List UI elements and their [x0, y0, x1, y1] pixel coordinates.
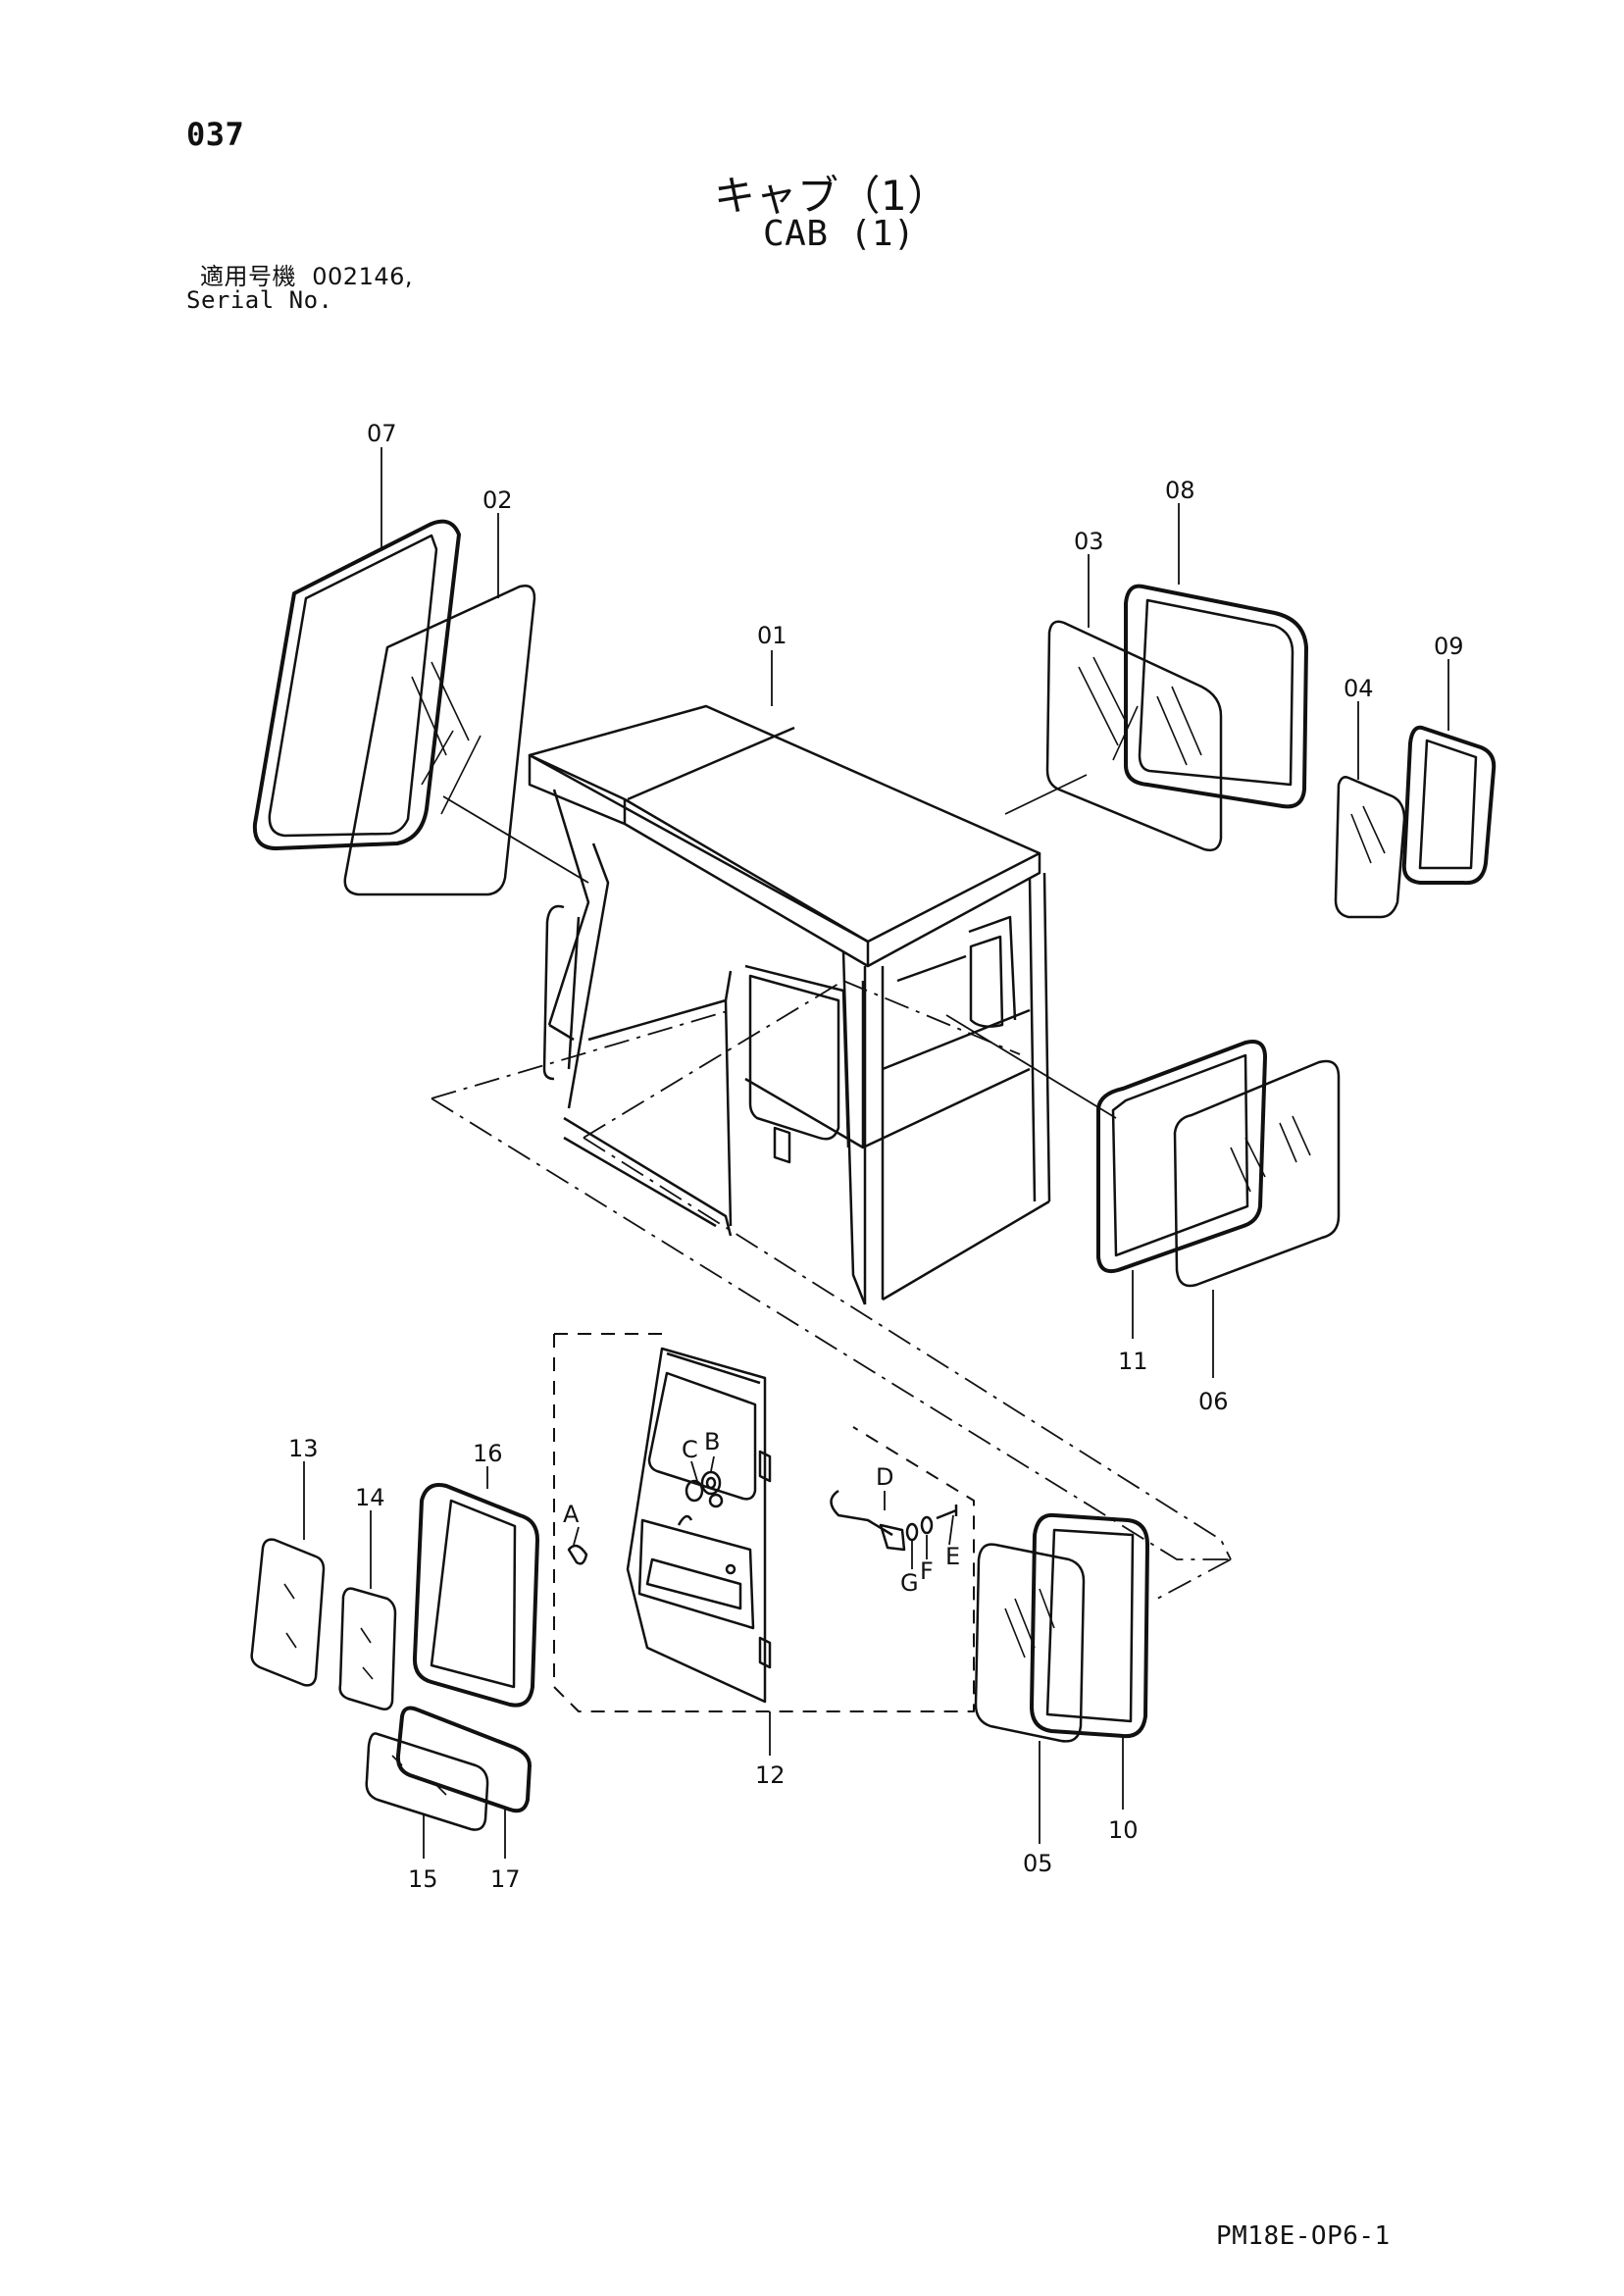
callout-E: E [945, 1543, 960, 1570]
callout-G: G [900, 1569, 919, 1597]
callout-04: 04 [1344, 675, 1374, 702]
part-03-glass [1045, 620, 1223, 852]
part-16-seal [412, 1483, 539, 1708]
part-14-glass [338, 1587, 397, 1710]
leader-lines [303, 447, 1449, 1859]
part-08-seal [1124, 584, 1308, 809]
callout-17: 17 [490, 1865, 521, 1893]
callout-08: 08 [1165, 477, 1195, 504]
callout-12: 12 [755, 1761, 786, 1789]
part-15-glass [365, 1732, 489, 1831]
callout-F: F [920, 1557, 934, 1585]
serial-label-english: Serial No. [186, 286, 333, 314]
callout-14: 14 [355, 1484, 385, 1511]
callout-D: D [876, 1463, 893, 1491]
part-11-seal [1096, 1040, 1267, 1274]
page-title-japanese: キャブ（1） [714, 172, 949, 220]
part-17-seal [395, 1706, 532, 1813]
callout-13: 13 [288, 1435, 319, 1462]
callout-16: 16 [473, 1440, 503, 1467]
part-09-seal [1401, 725, 1497, 886]
part-02-glass [343, 585, 536, 896]
part-07-seal [252, 519, 461, 850]
page-number: 037 [186, 116, 245, 153]
callout-A: A [563, 1501, 580, 1528]
callout-05: 05 [1023, 1850, 1053, 1877]
part-12-door [626, 1347, 772, 1704]
part-04-glass [1334, 776, 1406, 919]
callout-02: 02 [482, 486, 513, 514]
callout-11: 11 [1118, 1348, 1148, 1375]
part-10-seal [1030, 1512, 1149, 1739]
callout-06: 06 [1198, 1388, 1229, 1415]
part-13-glass [250, 1538, 326, 1687]
callout-15: 15 [408, 1865, 438, 1893]
callout-01: 01 [757, 622, 787, 649]
callout-labels: 07 02 01 03 08 04 09 11 06 12 13 14 16 1… [288, 420, 1464, 1893]
callout-09: 09 [1434, 633, 1464, 660]
part-01-cab-body [528, 704, 1051, 1305]
serial-label-japanese: 適用号機 002146, [200, 263, 414, 290]
callout-10: 10 [1108, 1816, 1139, 1844]
callout-B: B [704, 1428, 720, 1455]
callout-03: 03 [1074, 528, 1104, 555]
callout-07: 07 [367, 420, 397, 447]
page-title-english: CAB (1) [763, 214, 916, 254]
door-assembly-box [553, 1333, 975, 1712]
small-parts [567, 1470, 958, 1565]
part-05-glass [974, 1543, 1086, 1743]
part-06-glass [1173, 1059, 1341, 1288]
callout-C: C [682, 1436, 698, 1463]
document-code: PM18E-OP6-1 [1216, 2221, 1391, 2251]
alignment-lines [431, 980, 1232, 1600]
